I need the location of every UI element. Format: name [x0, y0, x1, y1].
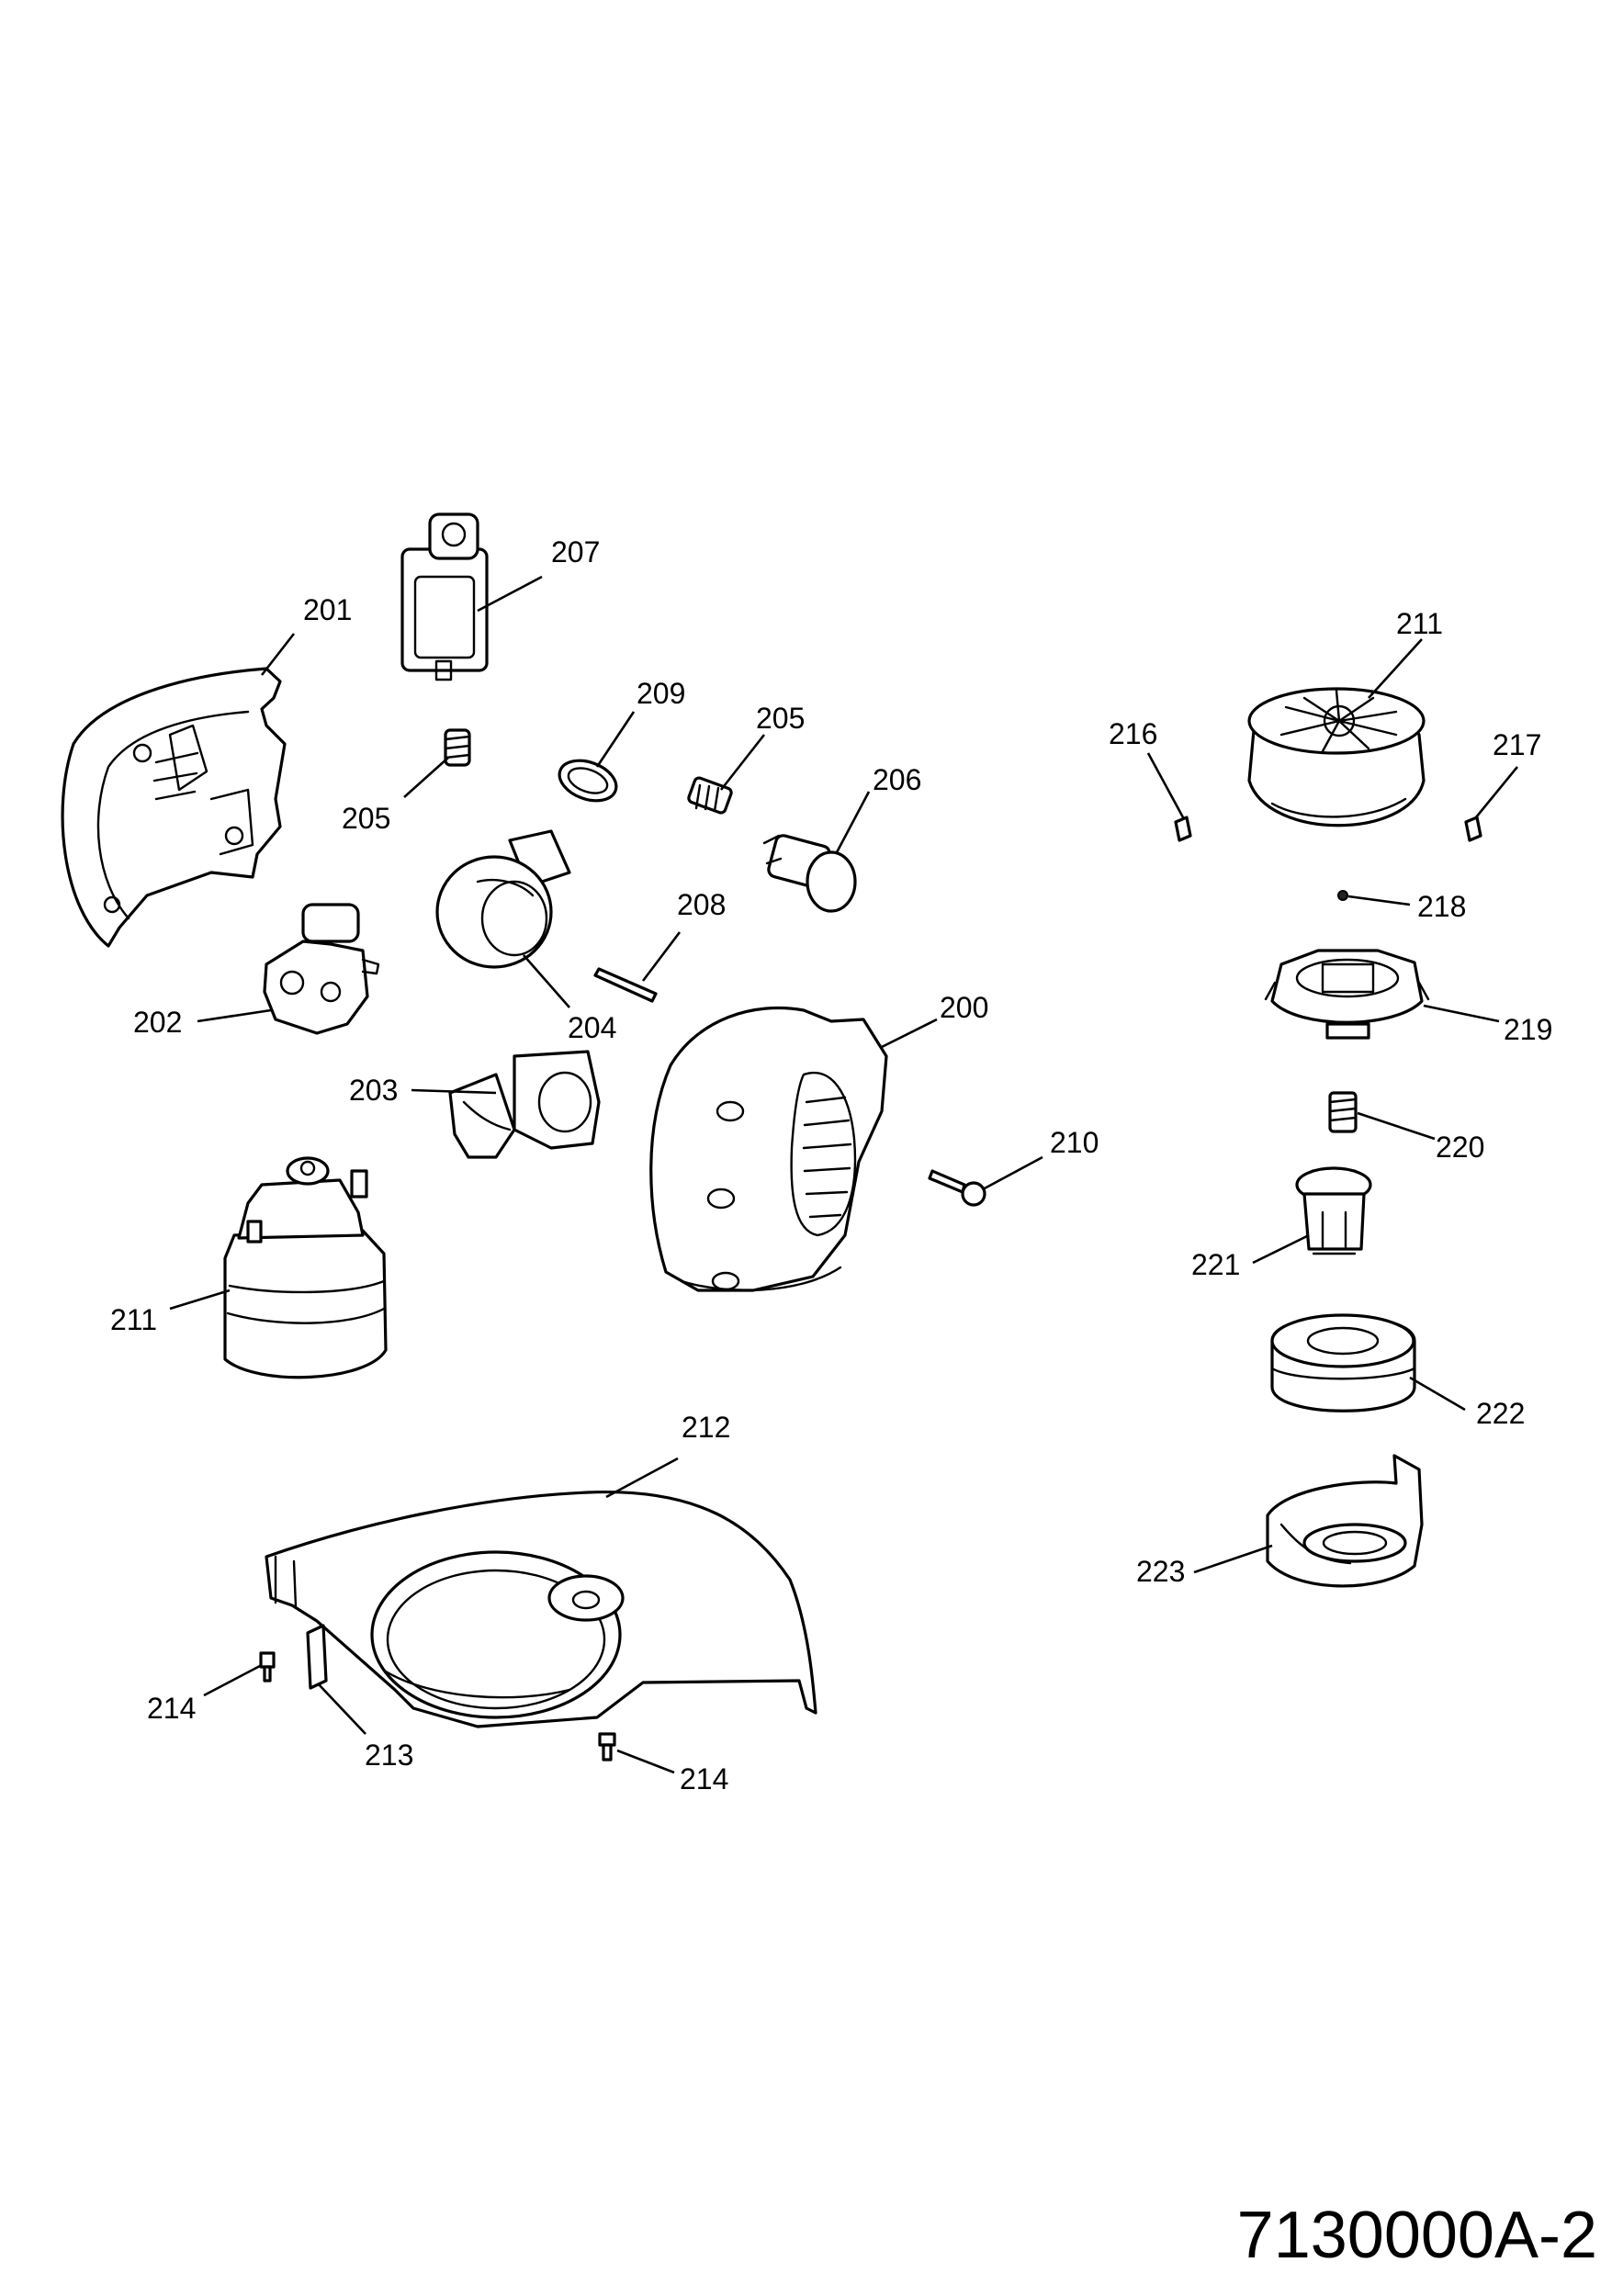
callout-209: 209 — [637, 677, 685, 710]
callout-216: 216 — [1109, 717, 1157, 750]
callout-213: 213 — [365, 1739, 413, 1772]
part-214-screw-right — [598, 1732, 616, 1761]
leader-207 — [477, 575, 543, 613]
drawing-number: 7130000A-2 — [1236, 2199, 1597, 2272]
callout-218: 218 — [1417, 890, 1466, 923]
callout-223: 223 — [1136, 1555, 1185, 1588]
leader-212 — [605, 1457, 679, 1499]
callout-203: 203 — [349, 1074, 398, 1107]
leader-202 — [197, 1008, 272, 1023]
part-206-knob — [762, 834, 857, 913]
part-209-lens — [558, 759, 618, 803]
leader-216 — [1146, 752, 1185, 818]
leader-218 — [1347, 895, 1411, 906]
leader-209 — [595, 711, 636, 768]
part-220-spring — [1328, 1091, 1358, 1133]
callout-207: 207 — [551, 535, 600, 568]
part-211-fan — [1247, 687, 1426, 827]
leader-203 — [411, 1088, 497, 1095]
part-216-clip — [1174, 816, 1192, 842]
callout-208: 208 — [677, 888, 726, 921]
part-218-ball — [1337, 890, 1348, 901]
leader-201 — [260, 633, 296, 676]
callout-206: 206 — [873, 763, 921, 796]
part-217-clip — [1464, 816, 1482, 842]
part-214-screw-left — [259, 1651, 276, 1683]
callout-204: 204 — [568, 1011, 616, 1044]
part-202-bracket — [263, 903, 380, 1035]
leader-204 — [523, 954, 570, 1008]
part-211-motor — [223, 1156, 388, 1379]
callout-214: 214 — [147, 1692, 196, 1725]
callout-210: 210 — [1050, 1126, 1099, 1159]
part-200-motor-housing — [649, 1006, 888, 1292]
leader-217 — [1474, 766, 1519, 818]
part-210-screw — [928, 1169, 986, 1207]
callout-211: 211 — [110, 1303, 157, 1336]
leader-219 — [1423, 1004, 1500, 1023]
part-207-switch-frame — [400, 512, 489, 681]
callout-222: 222 — [1476, 1397, 1525, 1430]
part-223-cover — [1266, 1454, 1424, 1588]
part-213-label — [306, 1624, 328, 1690]
leader-214b — [616, 1749, 675, 1774]
callout-205: 205 — [756, 702, 805, 735]
part-222-spool — [1270, 1313, 1416, 1412]
leader-211b — [1368, 638, 1423, 699]
part-205-spring-center — [687, 776, 733, 815]
callout-212: 212 — [682, 1411, 730, 1444]
part-203-joint — [448, 1050, 601, 1159]
part-212-guard — [265, 1490, 817, 1728]
callout-217: 217 — [1493, 728, 1541, 761]
leader-208 — [641, 931, 682, 982]
callout-205: 205 — [342, 802, 390, 835]
leader-214a — [203, 1664, 261, 1697]
leader-lines — [169, 575, 1519, 1774]
part-205-spring-left — [444, 728, 471, 767]
leader-210 — [982, 1155, 1043, 1191]
leader-223 — [1193, 1544, 1273, 1574]
callout-201: 201 — [303, 593, 352, 626]
leader-222 — [1409, 1376, 1466, 1412]
leader-206 — [834, 791, 871, 855]
callout-219: 219 — [1504, 1013, 1552, 1046]
leader-221 — [1252, 1233, 1310, 1265]
part-204-swivel-collar — [435, 829, 571, 969]
leader-205a — [403, 757, 449, 798]
callout-202: 202 — [133, 1006, 182, 1039]
leader-211a — [169, 1289, 231, 1311]
part-219-carrier — [1264, 949, 1430, 1040]
callout-221: 221 — [1191, 1248, 1240, 1281]
callout-labels: 207 201 209 205 205 206 208 204 202 200 … — [110, 535, 1552, 1795]
part-221-bump-knob — [1295, 1166, 1372, 1255]
part-201-housing-shell — [61, 667, 287, 948]
callout-200: 200 — [940, 991, 988, 1024]
leader-205b — [719, 734, 766, 791]
callout-211: 211 — [1396, 607, 1443, 640]
leader-213 — [317, 1683, 366, 1735]
leader-200 — [881, 1018, 938, 1049]
callout-214: 214 — [680, 1762, 728, 1795]
callout-220: 220 — [1436, 1131, 1484, 1164]
leader-220 — [1357, 1111, 1436, 1141]
part-208-pin — [593, 967, 658, 1003]
